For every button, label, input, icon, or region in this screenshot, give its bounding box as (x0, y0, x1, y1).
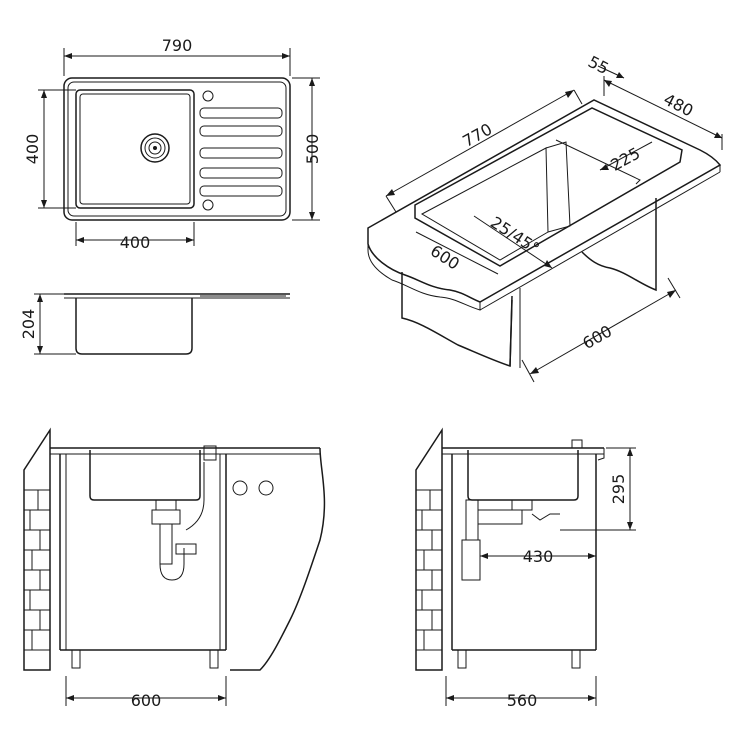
dim-side-install-drain: 430 (523, 547, 554, 566)
side-install-view: 295 430 560 (415, 427, 636, 710)
dim-perspective-front: 600 (427, 241, 463, 274)
sink-outline (63, 77, 291, 221)
dim-bowl-width: 400 (120, 233, 151, 252)
tap-hole-top (202, 90, 214, 102)
side-profile-view: 204 (19, 293, 290, 355)
dim-perspective-length: 770 (459, 119, 495, 150)
dim-bowl-depth: 400 (23, 134, 42, 165)
front-install-view: 600 (23, 427, 326, 710)
dim-side-height: 204 (19, 309, 38, 340)
dim-side-install-cabinet: 560 (507, 691, 538, 710)
waste-outlet (140, 133, 170, 163)
drainer-ribs (199, 107, 283, 197)
dim-front-cabinet: 600 (131, 691, 162, 710)
dim-perspective-cabinet: 600 (579, 321, 615, 353)
tap-hole-bottom (202, 199, 214, 211)
dim-side-install-height: 295 (609, 474, 628, 505)
bowl-inner (79, 93, 191, 205)
dim-top-width: 790 (162, 36, 193, 55)
dim-perspective-drainer: 225 (607, 143, 643, 174)
dim-top-depth: 500 (303, 134, 322, 165)
dim-perspective-lip: 55 (585, 52, 612, 78)
dim-perspective-depth: 480 (661, 90, 697, 121)
perspective-view: 770 55 480 225 25/45° 600 600 (367, 52, 723, 383)
bowl-outline (75, 89, 195, 209)
top-view: 790 500 400 400 (23, 36, 322, 252)
sink-outline-inner (67, 81, 287, 217)
